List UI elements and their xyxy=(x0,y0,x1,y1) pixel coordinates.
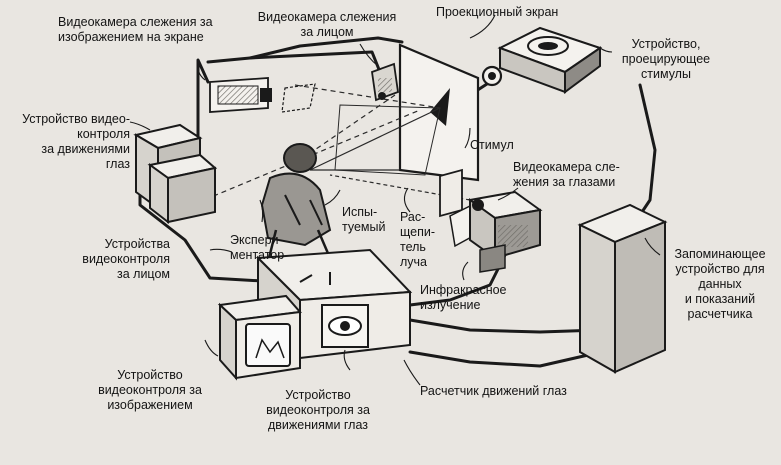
label-image-monitor: Устройство видеоконтроля за изображением xyxy=(98,368,202,412)
cable-projector-to-storage xyxy=(638,83,657,217)
label-subject: Испы- туемый xyxy=(342,205,386,234)
stimulus-projector xyxy=(481,26,603,94)
label-infrared: Инфракрасное излучение xyxy=(420,283,507,312)
beam-splitter xyxy=(439,168,476,248)
cable-top-loop xyxy=(248,36,404,60)
leader-lines xyxy=(129,14,661,386)
label-eye-camera: Видеокамера сле- жения за глазами xyxy=(513,160,620,189)
label-beam-splitter: Рас- щепи- тель луча xyxy=(400,210,436,269)
label-projector: Устройство, проецирующее стимулы xyxy=(621,37,711,81)
stimulus-mark xyxy=(430,88,450,126)
label-camera-screen: Видеокамера слежения за изображением на … xyxy=(58,15,213,44)
label-stimulus: Стимул xyxy=(470,138,514,152)
label-eye-calculator: Расчетчик движений глаз xyxy=(420,384,567,398)
cable-eye-camera-to-calc xyxy=(408,253,507,307)
subject-figure xyxy=(260,143,332,263)
screen-image-camera xyxy=(209,77,316,113)
cable-calc-to-storage xyxy=(408,318,602,334)
label-storage: Запоминающее устройство для данных и пок… xyxy=(674,247,766,321)
storage-device xyxy=(577,203,668,374)
label-projection-screen: Проекционный экран xyxy=(436,5,559,19)
face-camera xyxy=(371,62,399,102)
eye-camera xyxy=(467,190,543,273)
label-eye-monitor-left: Устройство видео- контроля за движениями… xyxy=(22,112,130,171)
image-monitor xyxy=(217,294,302,381)
cable-face-camera-to-top xyxy=(206,50,382,74)
left-eye-monitor xyxy=(133,123,218,225)
label-experimenter: Экспери- ментатор xyxy=(230,233,285,262)
label-face-monitors: Устройства видеоконтроля за лицом xyxy=(82,237,170,281)
label-camera-face: Видеокамера слежения за лицом xyxy=(257,10,397,39)
label-eye-monitor-bottom: Устройство видеоконтроля за движениями г… xyxy=(266,388,370,432)
